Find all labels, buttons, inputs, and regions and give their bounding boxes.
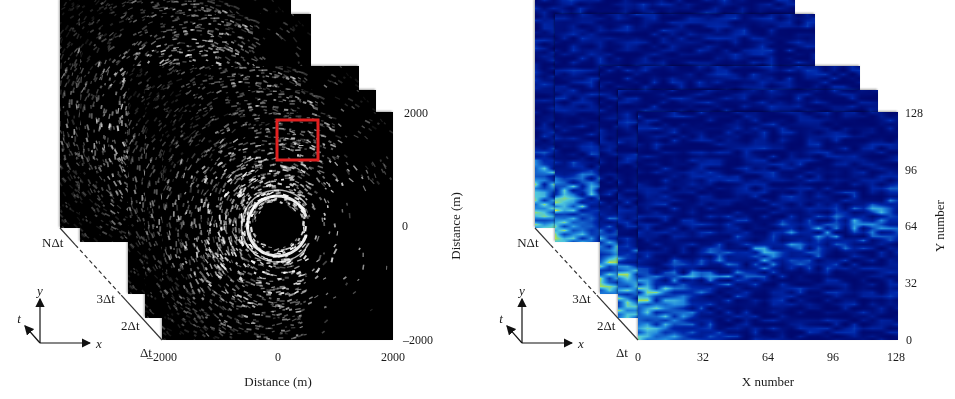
axis-letter: x [96,337,102,350]
t-axis-arrow [25,326,40,343]
tick-label: –2000 [403,334,433,346]
tick-label: 0 [402,220,408,232]
axis-title: Distance (m) [244,375,312,388]
axis-title: Distance (m) [449,192,462,260]
y-axis-arrow [521,299,522,343]
time-axis-line [121,295,162,340]
x-axis-arrow [522,342,572,343]
time-axis-dashed [75,245,121,295]
axis-letter: x [578,337,584,350]
y-axis-arrow [39,299,40,343]
time-label: 2Δt [121,319,139,332]
axis-letter: y [519,284,525,297]
time-label: NΔt [42,236,63,249]
tick-label: –2000 [147,351,177,363]
time-axis-dashed [550,245,596,295]
time-label: 3Δt [572,292,590,305]
tick-label: 32 [905,277,917,289]
time-label: 2Δt [597,319,615,332]
tick-label: 2000 [381,351,405,363]
t-axis-arrow [507,326,522,343]
axis-letter: t [499,312,503,325]
tick-label: 0 [906,334,912,346]
time-label: NΔt [517,236,538,249]
axis-letter: y [37,284,43,297]
tick-label: 96 [827,351,839,363]
tick-label: 0 [275,351,281,363]
selection-box [277,120,318,160]
time-label: 3Δt [97,292,115,305]
axis-title: Y number [933,200,946,252]
time-axis-line [597,295,638,340]
tick-label: 96 [905,164,917,176]
tick-label: 2000 [404,107,428,119]
time-label: Δt [616,346,628,359]
tick-label: 0 [635,351,641,363]
heatmap-image [638,112,898,340]
tick-label: 64 [905,220,917,232]
tick-label: 128 [887,351,905,363]
tick-label: 64 [762,351,774,363]
tick-label: 32 [697,351,709,363]
axis-title: X number [742,375,794,388]
x-axis-arrow [40,342,90,343]
tick-label: 128 [905,107,923,119]
axis-letter: t [17,312,21,325]
